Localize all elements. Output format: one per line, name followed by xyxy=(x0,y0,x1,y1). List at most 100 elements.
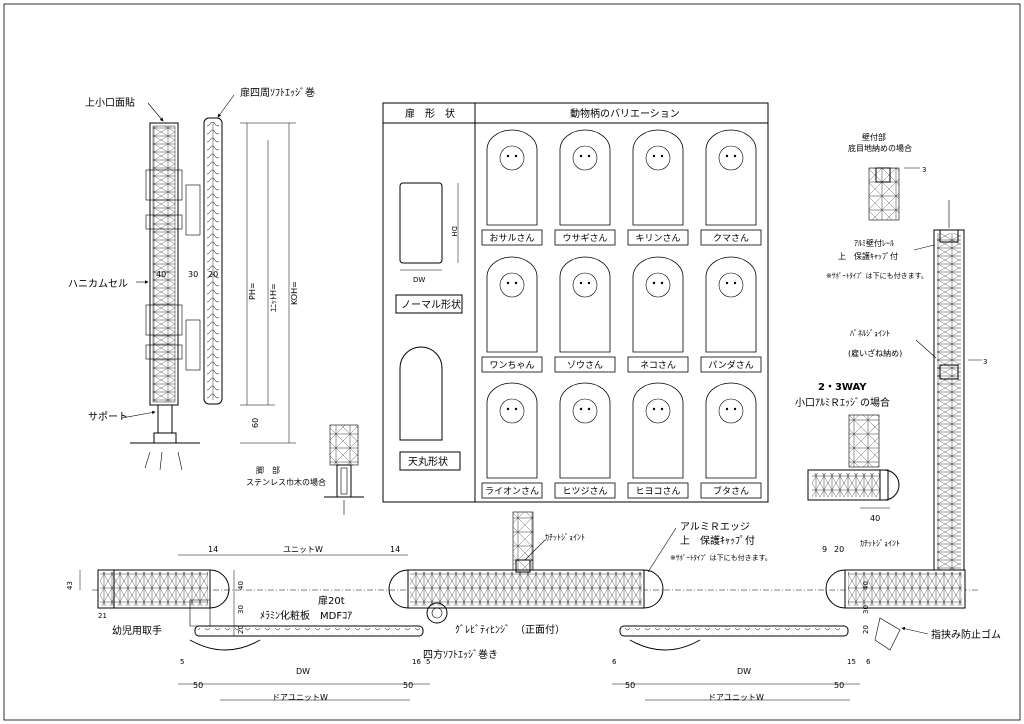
animal-door xyxy=(486,382,538,479)
dim-5b: 5 xyxy=(426,658,430,666)
shape-normal-door xyxy=(399,182,443,264)
animal-eye-icon xyxy=(725,281,729,285)
plan-left: 14 ユニットW 14 43 21 40 30 20 5 16 5 DW 50 … xyxy=(66,511,980,702)
animal-eye-icon xyxy=(514,281,518,285)
animal-label-box xyxy=(700,482,762,499)
animal-eye-icon xyxy=(652,281,656,285)
dim-15: 15 xyxy=(847,658,856,666)
animal-label-box xyxy=(481,356,543,373)
shape-normal-label: ノーマル形状 xyxy=(401,298,461,311)
animal-door xyxy=(559,129,611,226)
table-col2-header: 動物柄のバリエーション xyxy=(570,107,680,120)
animal-eye-icon xyxy=(660,407,664,411)
animal-eye-icon xyxy=(733,281,737,285)
dim-20: 20 xyxy=(208,270,218,279)
animal-label-box xyxy=(554,482,616,499)
animal-eye-icon xyxy=(506,407,510,411)
table-col1-header: 扉 形 状 xyxy=(405,107,455,120)
animal-eye-icon xyxy=(579,154,583,158)
animal-face-icon xyxy=(645,272,671,298)
dim-21: 21 xyxy=(98,612,107,620)
label-wall-part: 壁付部 xyxy=(862,132,886,142)
shape-table: 扉 形 状 動物柄のバリエーション DW DH ノーマル形状 天丸形状 おサルさ… xyxy=(382,102,769,503)
animal-label: ヒツジさん xyxy=(562,486,607,497)
dim-16: 16 xyxy=(412,658,421,666)
label-alu-r-cap: 上 保護ｷｬｯﾌﾟ付 xyxy=(680,534,755,547)
dim-v20: 20 xyxy=(237,625,245,634)
dim-koh: KOH= xyxy=(290,281,299,305)
dim-43: 43 xyxy=(66,581,74,590)
shape-round-door xyxy=(399,346,443,441)
animal-label-box xyxy=(627,356,689,373)
label-alu-rail: ｱﾙﾐ壁付ﾚｰﾙ xyxy=(854,238,894,248)
animal-label-box xyxy=(627,482,689,499)
label-way-sub: 小口ｱﾙﾐＲｴｯｼﾞの場合 xyxy=(795,396,890,409)
dim-9: 9 xyxy=(822,545,827,554)
label-support: サポート xyxy=(88,411,128,423)
animal-eye-icon xyxy=(733,407,737,411)
label-catch-joint-2: ｶﾁｯﾄｼﾞｮｲﾝﾄ xyxy=(860,539,900,548)
animal-label: ワンちゃん xyxy=(489,360,534,371)
dim-14a: 14 xyxy=(208,545,218,554)
animal-door xyxy=(705,382,757,479)
dim-v30: 30 xyxy=(237,605,245,614)
animal-label: キリンさん xyxy=(635,233,680,244)
animal-door xyxy=(705,256,757,353)
animal-label-box xyxy=(700,229,762,246)
dim-v40: 40 xyxy=(237,581,245,590)
table-dw: DW xyxy=(413,276,425,284)
plan-right: 40 30 20 6 15 6 DW 50 50 ドアユニットW 9 20 ｶﾁ… xyxy=(612,522,1001,702)
dim-3b: 3 xyxy=(983,358,987,366)
animal-face-icon xyxy=(499,398,525,424)
dim-50c: 50 xyxy=(625,681,635,690)
dim-40b: 40 xyxy=(870,514,880,523)
animal-variations: おサルさんウサギさんキリンさんクマさんワンちゃんゾウさんネコさんパンダさんライオ… xyxy=(481,129,762,499)
leg-detail: 脚 部 ステンレス巾木の場合 xyxy=(246,424,364,515)
animal-face-icon xyxy=(572,145,598,171)
label-support-note: ※ｻﾎﾟｰﾄﾀｲﾌﾟ は下にも付きます。 xyxy=(826,271,928,280)
dim-50a: 50 xyxy=(193,681,203,690)
animal-door xyxy=(632,256,684,353)
animal-eye-icon xyxy=(579,281,583,285)
animal-label: ウサギさん xyxy=(562,233,607,244)
animal-label: ゾウさん xyxy=(567,360,603,371)
label-catch-joint-1: ｶﾁｯﾄｼﾞｮｲﾝﾄ xyxy=(545,533,585,542)
dim-3a: 3 xyxy=(922,166,926,174)
dim-v30b: 30 xyxy=(862,605,870,614)
label-melamine: ﾒﾗﾐﾝ化粧板 MDFｺｱ xyxy=(260,609,352,622)
animal-face-icon xyxy=(645,145,671,171)
animal-face-icon xyxy=(499,272,525,298)
label-leg-case: ステンレス巾木の場合 xyxy=(246,477,326,487)
animal-label: クマさん xyxy=(713,233,749,244)
animal-eye-icon xyxy=(514,407,518,411)
animal-eye-icon xyxy=(725,407,729,411)
animal-face-icon xyxy=(718,398,744,424)
dim-v40b: 40 xyxy=(862,581,870,590)
sheet-border xyxy=(3,3,1021,721)
animal-label-box xyxy=(554,229,616,246)
animal-eye-icon xyxy=(660,281,664,285)
animal-door xyxy=(486,129,538,226)
animal-label-box xyxy=(481,482,543,499)
table-dh: DH xyxy=(450,226,458,237)
animal-eye-icon xyxy=(506,154,510,158)
label-alu-r-note: ※ｻﾎﾟｰﾄﾀｲﾌﾟ は下にも付きます。 xyxy=(670,553,772,562)
dim-dw-2: DW xyxy=(737,667,751,676)
animal-eye-icon xyxy=(725,154,729,158)
label-door-unit-w-2: ドアユニットW xyxy=(708,693,764,702)
label-alu-r-edge: アルミＲエッジ xyxy=(680,522,750,533)
animal-eye-icon xyxy=(660,154,664,158)
dim-6b: 6 xyxy=(866,658,871,666)
animal-label: ブタさん xyxy=(713,485,749,497)
animal-label-box xyxy=(627,229,689,246)
dim-50d: 50 xyxy=(834,681,844,690)
label-panel-joint: ﾊﾟﾈﾙｼﾞｮｲﾝﾄ xyxy=(850,329,890,338)
animal-door xyxy=(559,256,611,353)
dim-14b: 14 xyxy=(390,545,400,554)
animal-label-box xyxy=(481,229,543,246)
label-unit-w: ユニットW xyxy=(283,545,323,554)
animal-face-icon xyxy=(499,145,525,171)
animal-eye-icon xyxy=(587,154,591,158)
dim-6a: 6 xyxy=(612,658,617,666)
